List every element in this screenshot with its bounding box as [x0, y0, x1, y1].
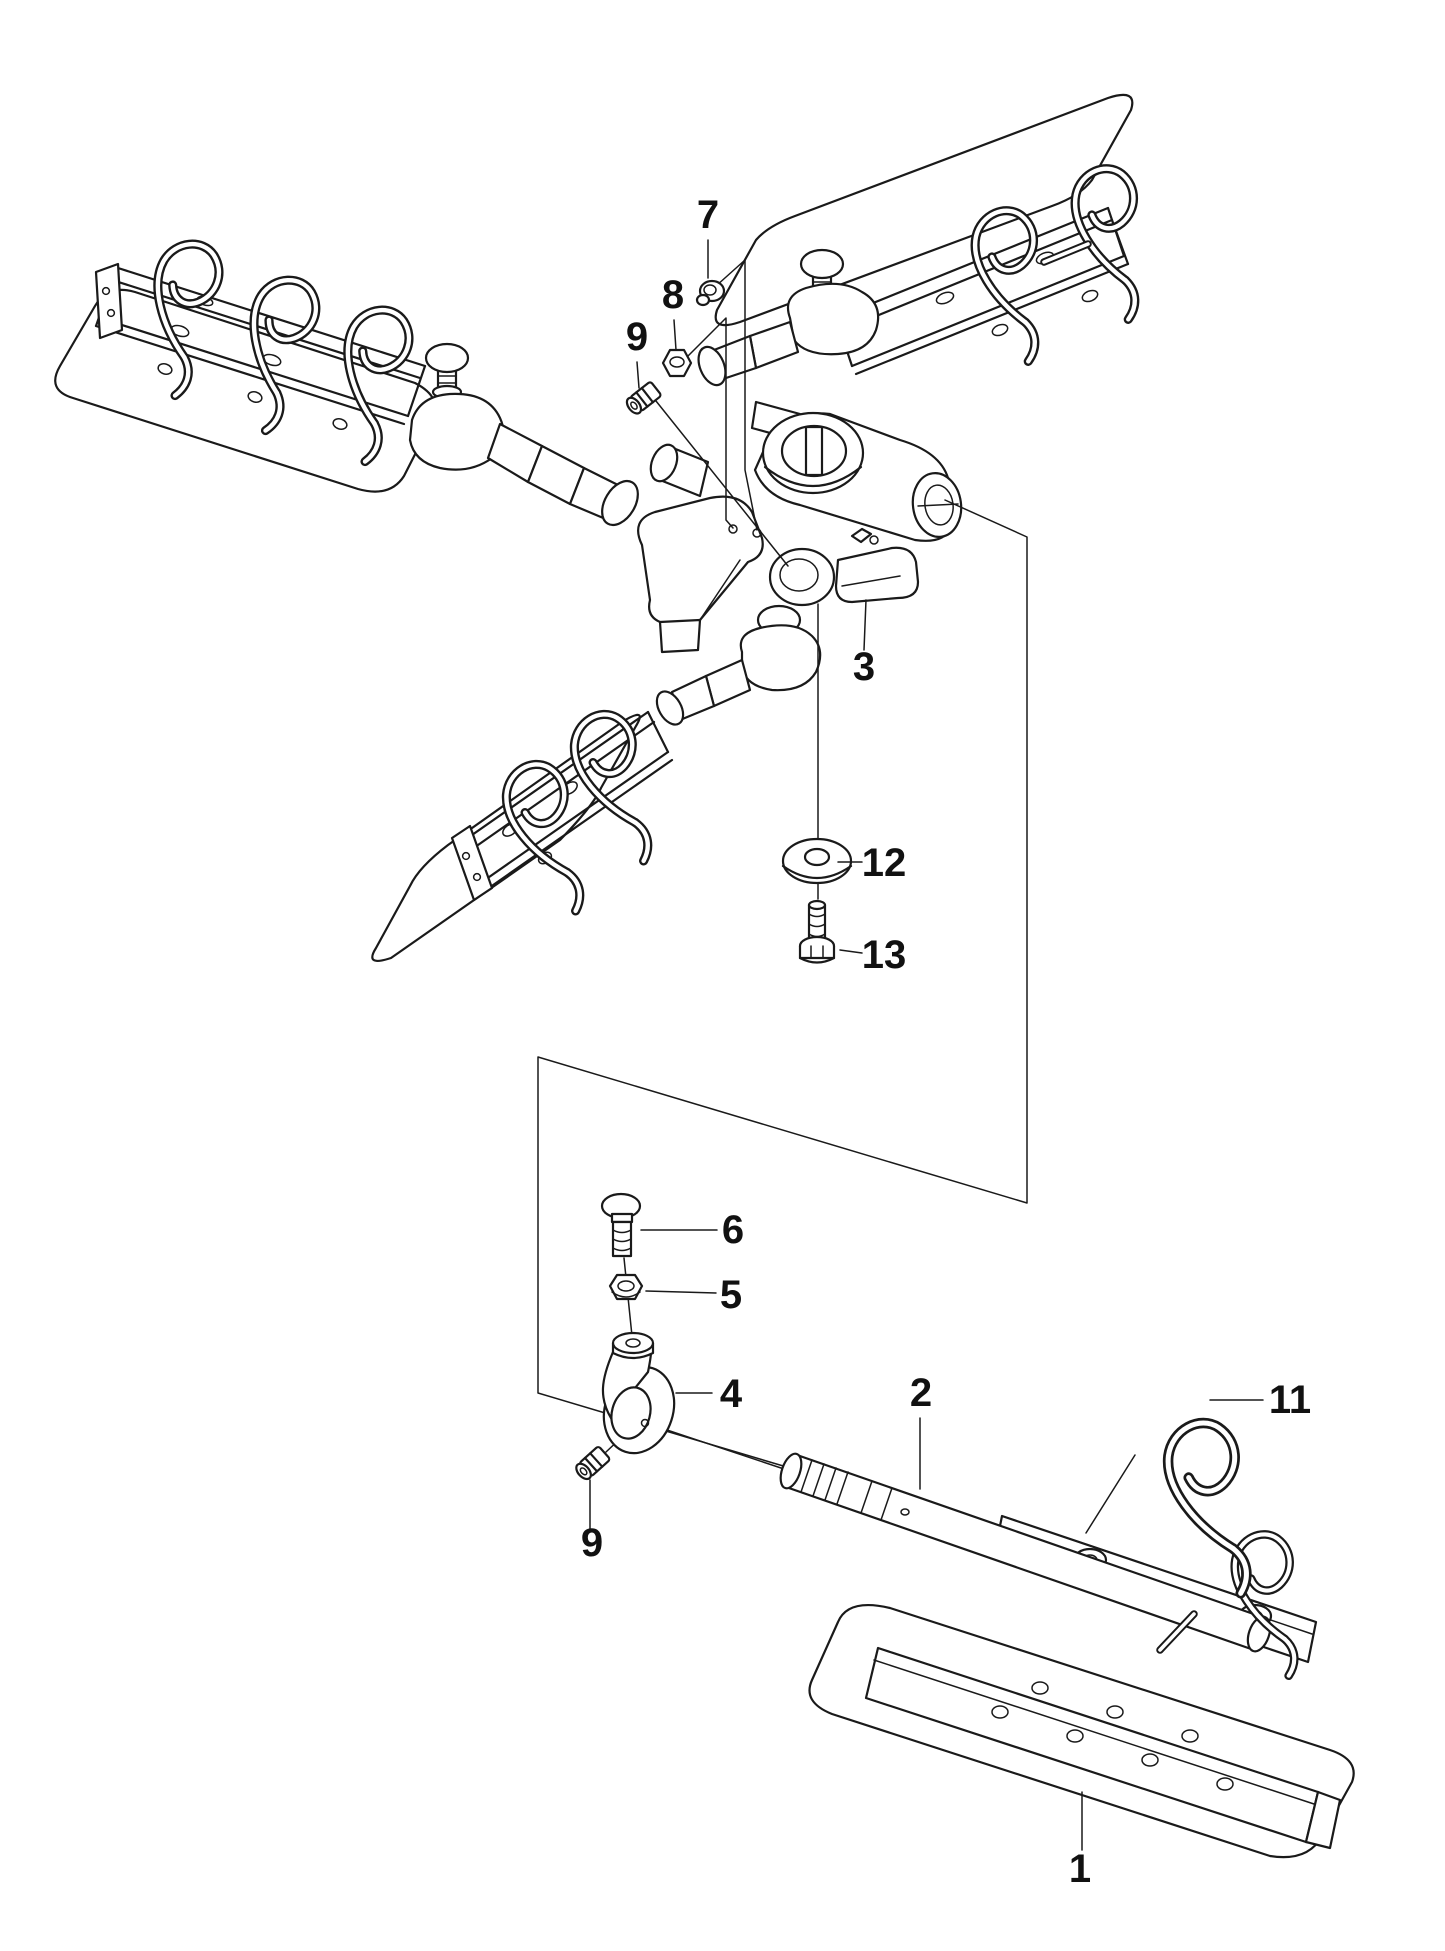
part-12-washer: [781, 837, 853, 885]
hub-fork-left: [637, 495, 764, 654]
callout-number-3: 3: [853, 645, 875, 689]
callout-leader-3: [863, 599, 867, 651]
hub-hardware: [728, 524, 879, 545]
blade-assembly-top-left: [54, 239, 639, 527]
part-11-hairpin-clip: [1145, 1411, 1306, 1593]
blade-assembly-bottom: [779, 1452, 1355, 1859]
callout-number-2: 2: [910, 1371, 932, 1415]
part-9-setscrew-arm: [572, 1444, 612, 1483]
part-9-setscrew-hub: [622, 380, 663, 418]
retaining-pin-top-right: [1040, 240, 1092, 266]
callout-number-9-arm: 9: [581, 1521, 603, 1565]
callout-leader-8: [673, 319, 677, 351]
hub-arm-socket-ring: [768, 547, 836, 607]
callout-number-6: 6: [722, 1208, 744, 1252]
spider-hub: [637, 400, 963, 654]
part-5-locknut: [608, 1273, 644, 1301]
callout-number-1: 1: [1069, 1847, 1091, 1891]
blade-channel-bottom: [864, 1646, 1342, 1850]
callout-number-9-hub: 9: [626, 315, 648, 359]
callout-number-12: 12: [862, 841, 907, 885]
blade-arm-clamp-top-left: [408, 342, 639, 527]
part-7-setscrew: [695, 279, 726, 307]
callout-number-5: 5: [720, 1273, 742, 1317]
part-6-carriage-bolt: [600, 1192, 642, 1258]
retaining-pin-bottom: [1156, 1610, 1198, 1654]
callout-leader-9-hub: [636, 361, 640, 389]
blade-assembly-middle: [371, 604, 822, 962]
part-4-arm-holder: [601, 1331, 676, 1455]
hub-collar-ring: [761, 411, 865, 495]
part-13-bolt: [798, 899, 836, 964]
hub-left-port: [649, 443, 710, 498]
blade-arm-clamp-middle: [655, 604, 822, 726]
blade-assembly-top-right: [697, 93, 1188, 387]
callout-leader-13: [839, 949, 863, 954]
hub-fork-right: [834, 546, 920, 604]
callout-number-8: 8: [662, 273, 684, 317]
callout-leader-5: [645, 1290, 717, 1294]
callout-number-7: 7: [697, 193, 719, 237]
callout-number-11: 11: [1269, 1378, 1311, 1422]
part-8-nut: [661, 348, 693, 378]
callout-number-4: 4: [720, 1372, 743, 1416]
callout-number-13: 13: [862, 933, 907, 977]
